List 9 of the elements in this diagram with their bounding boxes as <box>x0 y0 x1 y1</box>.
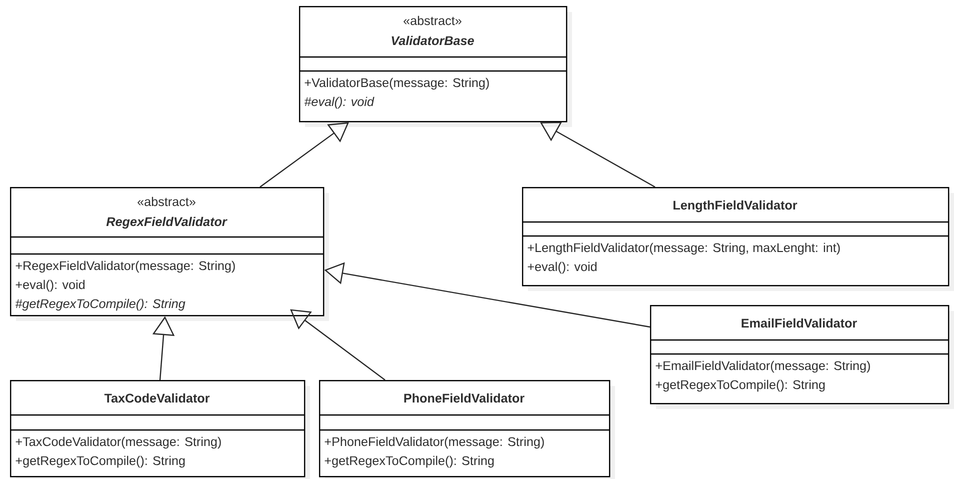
generalization-arrow <box>540 122 656 188</box>
class-box: EmailFieldValidator +EmailFieldValidator(message: String) +getRegexToCompile(): String <box>650 305 954 409</box>
class-box: «abstract» RegexFieldValidator +RegexFieldValidator(message: String) +eval(): void #getRegexToCompile(): String <box>10 187 329 321</box>
generalization-arrow <box>260 122 349 188</box>
generalization-arrow <box>290 309 386 380</box>
class-box: TaxCodeValidator +TaxCodeValidator(message: String) +getRegexToCompile(): String <box>10 380 310 479</box>
class-box: LengthFieldValidator +LengthFieldValidator(message: String, maxLenght: int) +eval(): void <box>522 187 954 291</box>
class-box: «abstract» ValidatorBase +ValidatorBase(message: String) #eval(): void <box>299 6 572 127</box>
class-box: PhoneFieldValidator +PhoneFieldValidator(message: String) +getRegexToCompile(): String <box>319 380 615 479</box>
